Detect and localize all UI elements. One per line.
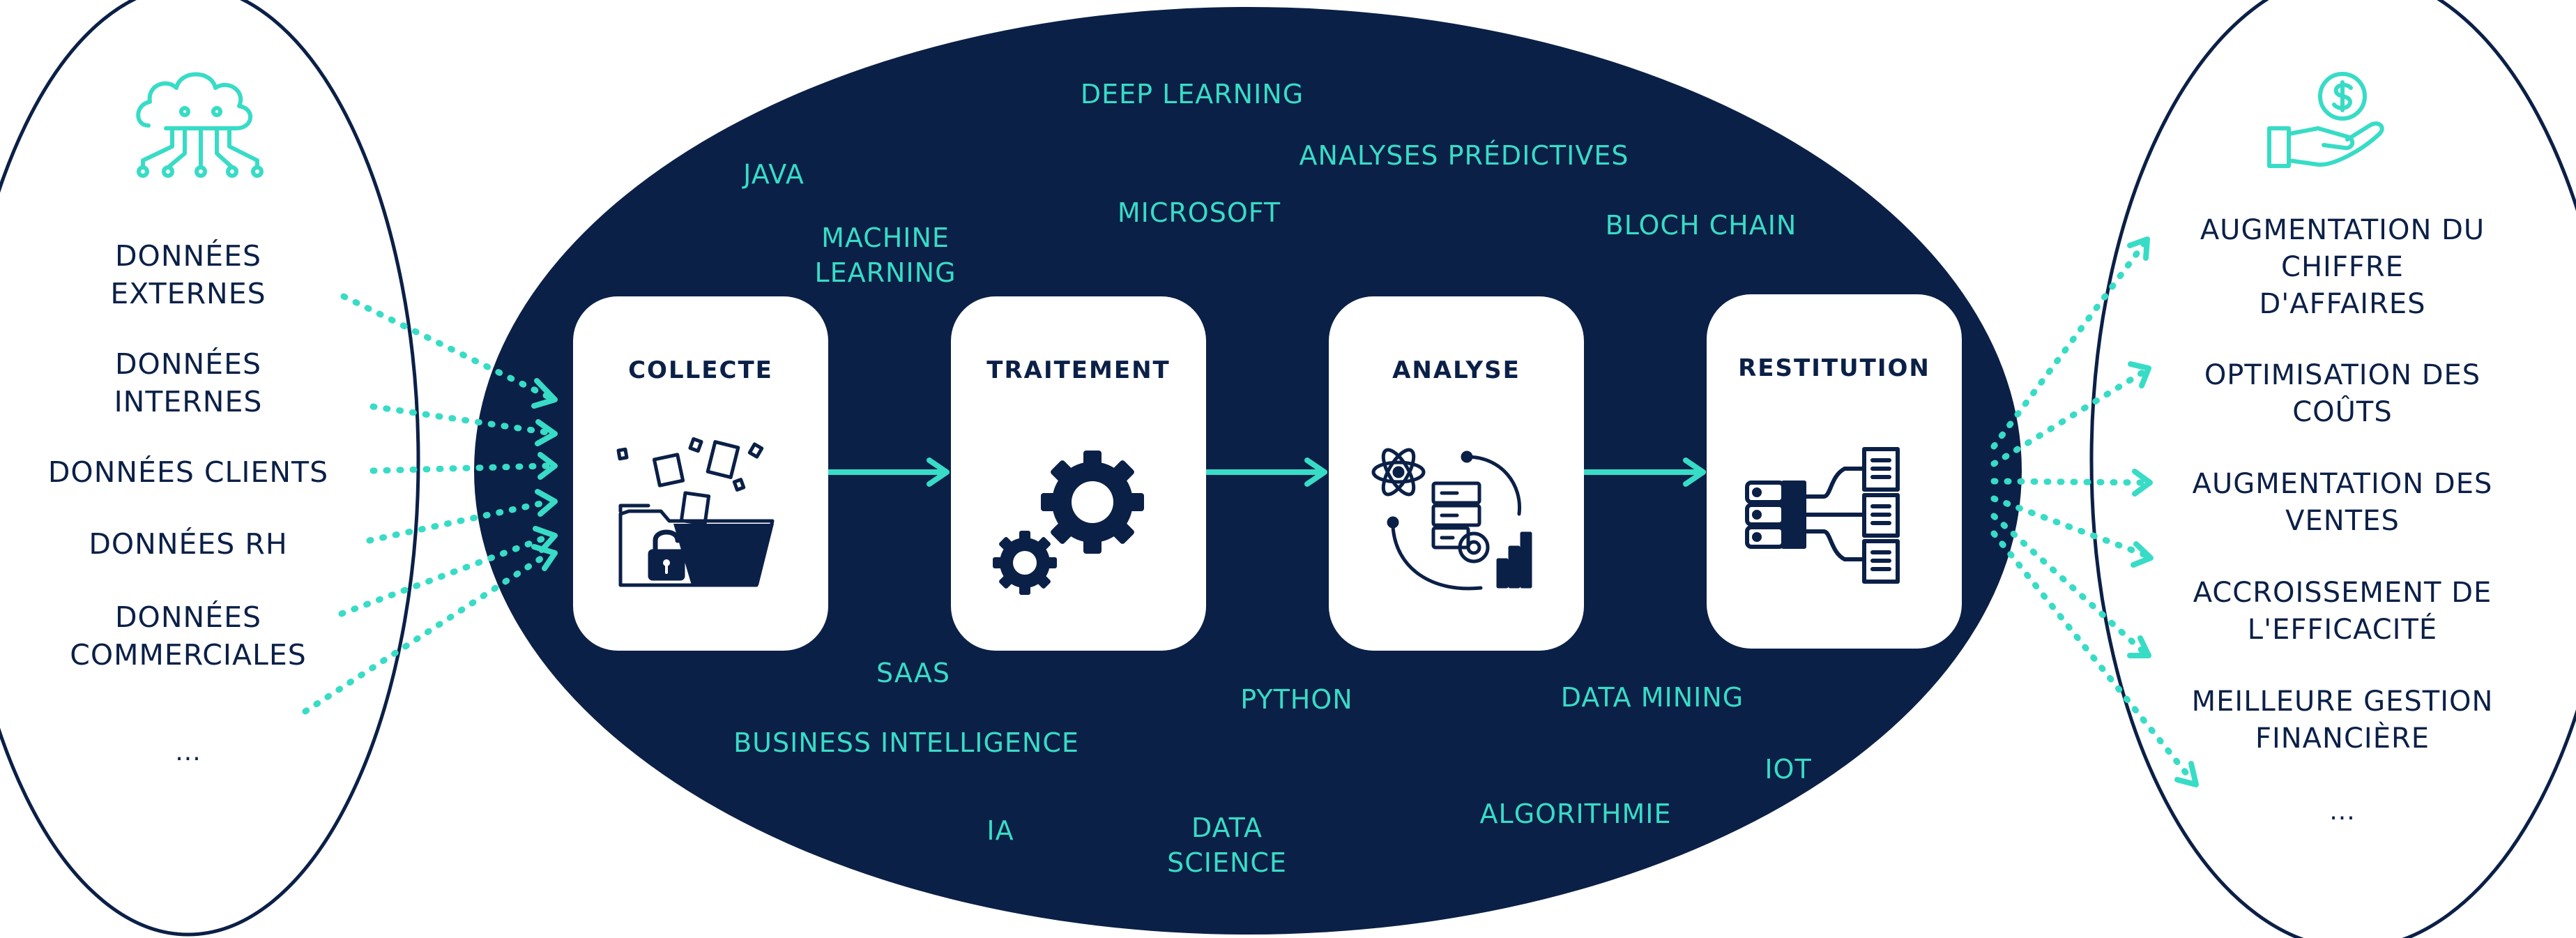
source-label-more: ... [175,738,201,766]
process-arrows [825,457,1706,487]
result-label-efficacite: ACCROISSEMENT DE L'EFFICACITÉ [2193,577,2492,646]
step-title-collecte: COLLECTE [628,356,773,384]
hand-coin-icon [2267,72,2384,168]
result-arrowheads [2127,236,2199,787]
keyword-microsoft: MICROSOFT [1117,197,1281,228]
keyword-business-intelligence: BUSINESS INTELLIGENCE [733,727,1079,758]
keyword-iot: IOT [1765,754,1812,785]
step-card-analyse: ANALYSE [1329,296,1584,651]
keyword-python: PYTHON [1240,684,1353,715]
source-label-clients: DONNÉES CLIENTS [47,455,329,489]
server-network-icon [1745,447,1900,584]
result-label-chiffre-affaires: AUGMENTATION DU CHIFFRE D'AFFAIRES [2200,214,2485,320]
step-title-analyse: ANALYSE [1392,356,1521,384]
keyword-analyses-predictives: ANALYSES PRÉDICTIVES [1299,140,1629,171]
folder-lock-icon [616,437,775,587]
keyword-saas: SAAS [876,658,950,688]
result-arrows [1990,241,2196,785]
keyword-deep-learning: DEEP LEARNING [1080,79,1304,109]
source-arrows [302,293,551,715]
source-label-internes: DONNÉES INTERNES [114,347,263,419]
step-card-restitution: RESTITUTION [1707,294,1962,649]
result-label-couts: OPTIMISATION DES COÛTS [2204,359,2481,428]
data-analysis-icon [1371,448,1532,591]
step-card-traitement: TRAITEMENT [951,296,1206,651]
keyword-algorithmie: ALGORITHMIE [1479,799,1672,829]
results-ellipse [2089,0,2576,938]
sources-ellipse [0,0,420,937]
cloud-circuit-icon [136,72,264,178]
result-label-ventes: AUGMENTATION DES VENTES [2192,468,2493,537]
step-title-restitution: RESTITUTION [1738,354,1930,382]
source-label-rh: DONNÉES RH [89,527,288,561]
source-label-externes: DONNÉES EXTERNES [110,239,266,311]
gears-icon [993,451,1144,595]
keyword-bloch-chain: BLOCH CHAIN [1605,210,1797,241]
keyword-java: JAVA [743,159,805,190]
keyword-ia: IA [986,815,1014,846]
result-label-gestion-financiere: MEILLEURE GESTION FINANCIÈRE [2191,686,2494,755]
step-card-collecte: COLLECTE [573,296,828,651]
keyword-data-mining: DATA MINING [1560,682,1744,713]
step-title-traitement: TRAITEMENT [986,356,1171,384]
keyword-data-science: DATA SCIENCE [1167,812,1287,879]
source-arrowheads [531,378,558,571]
source-label-commerciales: DONNÉES COMMERCIALES [70,600,307,672]
keyword-machine-learning: MACHINE LEARNING [814,222,957,289]
result-label-more: ... [2329,797,2356,826]
